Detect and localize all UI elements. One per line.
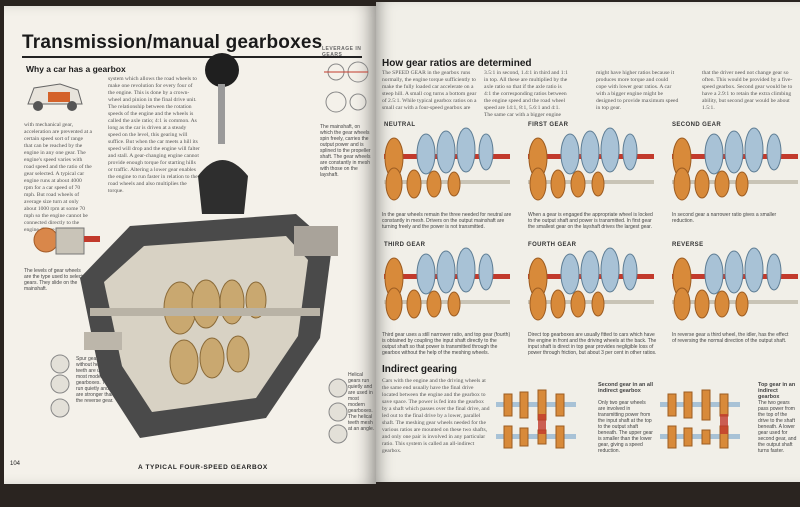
indirect-heading: Indirect gearing [382,364,458,375]
panel-label-reverse: REVERSE [672,242,704,248]
title-rule [22,56,362,58]
caption-helical: Helical gears run quietly and are used i… [348,372,375,432]
section-heading: Why a car has a gearbox [26,64,126,74]
car-illustration [27,83,83,111]
side-top-text: The two gears pass power from the top of… [758,400,797,454]
ratios-col3: might have higher ratios because it prod… [596,70,679,111]
right-page: How gear ratios are determined The SPEED… [376,2,800,482]
side-second-title: Second gear in an all indirect gearbox [598,382,654,394]
leverage-label: LEVERAGE IN GEARS [322,46,362,58]
indirect-second-diagram [496,389,576,449]
panel-caption-third: Third gear uses a still narrower ratio, … [382,332,511,356]
side-second-text: Only two gear wheels are involved in tra… [598,400,653,454]
gear-diagrams-row2 [383,247,799,321]
panel-caption-neutral: In the gear wheels remain the three need… [382,212,512,230]
leverage-diagram [324,61,369,113]
page-number: 104 [10,461,21,467]
caption-drive: The levels of gear wheels are the type u… [24,268,83,292]
caption-spur: Spur gears without helical teeth are use… [76,356,115,404]
spur-gears-small [50,354,70,418]
panel-label-neutral: NEUTRAL [384,122,416,128]
ratios-heading: How gear ratios are determined [382,58,532,69]
panel-caption-reverse: In reverse gear a third wheel, the idler… [672,332,789,344]
indirect-text: Cars with the engine and the driving whe… [382,378,490,454]
gear-diagrams-row1 [384,127,799,201]
gearbox-cutaway [80,53,338,438]
panel-caption-fourth: Direct top gearboxes are usually fitted … [528,332,657,356]
panel-caption-first: When a gear is engaged the appropriate w… [528,212,653,230]
panel-caption-second: In second gear a narrower ratio gives a … [672,212,777,224]
panel-label-third: THIRD GEAR [384,242,426,248]
side-top-title: Top gear in an indirect gearbox [758,382,796,400]
ratios-col2: 3.5:1 in second, 1.4:1 in third and 1:1 … [484,70,568,118]
left-page: Transmission/manual gearboxes Why a car … [4,6,376,484]
helical-gears-small [328,378,348,444]
caption-shaft: The mainshaft, on which the gear wheels … [320,124,371,178]
ratios-col1: The SPEED GEAR in the gearbox runs norma… [382,70,477,111]
drive-diagram [33,227,100,255]
panel-label-fourth: FOURTH GEAR [528,242,577,248]
page-title: Transmission/manual gearboxes [22,32,323,53]
figure-caption: A TYPICAL FOUR-SPEED GEARBOX [138,464,268,471]
ratios-col4: that the driver need not change gear so … [702,70,793,111]
panel-label-first: FIRST GEAR [528,122,569,128]
indirect-top-diagram [660,389,740,449]
body-text-col2: system which allows the road wheels to m… [108,76,200,194]
panel-label-second: SECOND GEAR [672,122,722,128]
